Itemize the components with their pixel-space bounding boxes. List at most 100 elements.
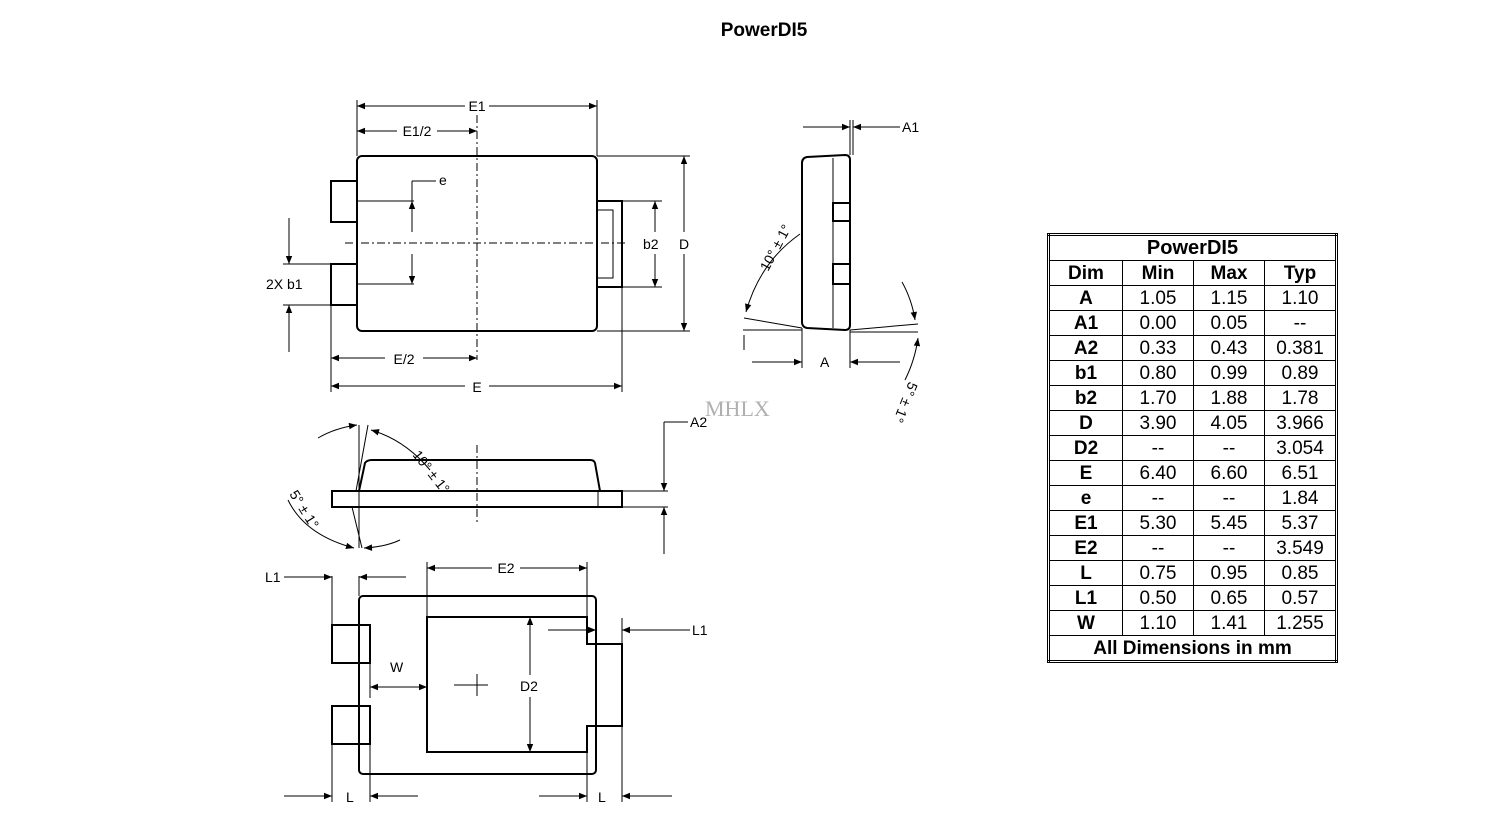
front-body-outline [358, 459, 601, 492]
table-cell-dim: D [1048, 410, 1123, 436]
table-cell-value: 1.05 [1122, 285, 1194, 311]
table-cell-value: 0.89 [1264, 360, 1337, 386]
table-cell-value: 1.78 [1264, 385, 1337, 411]
label-L1-right: L1 [692, 622, 708, 638]
table-cell-dim: E2 [1048, 535, 1123, 561]
bottom-body-outline [358, 595, 597, 775]
label-D: D [679, 236, 689, 252]
label-E2: E2 [497, 560, 514, 576]
table-cell-dim: W [1048, 610, 1123, 636]
label-L-left: L [346, 789, 354, 805]
table-cell-value: 3.054 [1264, 435, 1337, 461]
table-cell-value: 6.60 [1193, 460, 1265, 486]
label-W: W [390, 659, 404, 675]
table-cell-value: 0.95 [1193, 560, 1265, 586]
label-e: e [439, 172, 447, 188]
table-cell-dim: A1 [1048, 310, 1123, 336]
table-cell-value: 0.99 [1193, 360, 1265, 386]
side-view-front: A2 10° ± 1° 5° ± 1° [286, 414, 707, 554]
table-cell-value: 0.85 [1264, 560, 1337, 586]
table-cell-value: 1.255 [1264, 610, 1337, 636]
table-cell-value: 6.51 [1264, 460, 1337, 486]
table-cell-dim: E [1048, 460, 1123, 486]
label-angle5-side: 5° ± 1° [286, 487, 322, 531]
bottom-lead-upper [331, 624, 371, 664]
label-b2: b2 [643, 236, 659, 252]
table-cell-value: 1.88 [1193, 385, 1265, 411]
top-lead-upper [330, 180, 357, 223]
top-tab-inner [597, 209, 614, 279]
label-L-right: L [598, 789, 606, 805]
top-view: E1 E1/2 e b2 D 2X b1 E/2 [266, 98, 690, 395]
page-title: PowerDI5 [720, 20, 808, 41]
label-angle5-right: 5° ± 1° [890, 380, 921, 425]
label-D2: D2 [520, 678, 538, 694]
table-cell-value: 0.50 [1122, 585, 1194, 611]
table-cell-value: -- [1193, 485, 1265, 511]
table-cell-value: -- [1193, 535, 1265, 561]
table-cell-dim: b2 [1048, 385, 1123, 411]
table-header-dim: Dim [1048, 260, 1123, 286]
table-cell-value: 1.10 [1264, 285, 1337, 311]
table-row: D2----3.054 [1048, 435, 1337, 461]
table-header-typ: Typ [1264, 260, 1337, 286]
label-A2: A2 [690, 414, 707, 430]
table-cell-value: 0.80 [1122, 360, 1194, 386]
table-cell-value: 0.57 [1264, 585, 1337, 611]
label-b1: 2X b1 [266, 276, 303, 292]
table-cell-value: 3.90 [1122, 410, 1194, 436]
table-cell-dim: b1 [1048, 360, 1123, 386]
bottom-view: L1 E2 L1 W D2 L L [265, 560, 708, 805]
table-cell-value: 0.05 [1193, 310, 1265, 336]
front-lead-frame [331, 490, 623, 508]
table-row: e----1.84 [1048, 485, 1337, 511]
side-lead-upper [832, 202, 851, 222]
label-angle10-top: 10° ± 1° [757, 222, 795, 274]
table-cell-dim: A [1048, 285, 1123, 311]
table-cell-value: 4.05 [1193, 410, 1265, 436]
top-lead-lower [330, 263, 357, 306]
table-cell-value: 3.966 [1264, 410, 1337, 436]
label-E1-half: E1/2 [403, 123, 432, 139]
top-tab [597, 200, 623, 288]
label-angle10-side: 10° ± 1° [410, 447, 453, 496]
label-A: A [820, 354, 830, 370]
bottom-lead-lower [331, 705, 371, 745]
table-cell-value: 1.70 [1122, 385, 1194, 411]
table-cell-value: 5.45 [1193, 510, 1265, 536]
table-cell-value: 3.549 [1264, 535, 1337, 561]
table-cell-value: 6.40 [1122, 460, 1194, 486]
label-E-half: E/2 [393, 351, 414, 367]
table-cell-dim: D2 [1048, 435, 1123, 461]
table-cell-dim: E1 [1048, 510, 1123, 536]
table-cell-value: 0.381 [1264, 335, 1337, 361]
table-header-min: Min [1122, 260, 1194, 286]
table-cell-dim: A2 [1048, 335, 1123, 361]
table-cell-value: 1.10 [1122, 610, 1194, 636]
table-cell-value: 1.41 [1193, 610, 1265, 636]
label-L1-left: L1 [265, 569, 281, 585]
table-cell-dim: e [1048, 485, 1123, 511]
label-E: E [472, 379, 481, 395]
table-cell-dim: L1 [1048, 585, 1123, 611]
table-cell-value: -- [1122, 485, 1194, 511]
table-footer: All Dimensions in mm [1048, 635, 1337, 662]
table-cell-value: 0.33 [1122, 335, 1194, 361]
table-cell-value: 0.00 [1122, 310, 1194, 336]
table-cell-value: -- [1122, 535, 1194, 561]
watermark: MHLX [705, 396, 770, 421]
table-cell-value: 5.37 [1264, 510, 1337, 536]
side-view-right: A1 A 10° ± 1° 5° ± 1° [743, 119, 921, 425]
